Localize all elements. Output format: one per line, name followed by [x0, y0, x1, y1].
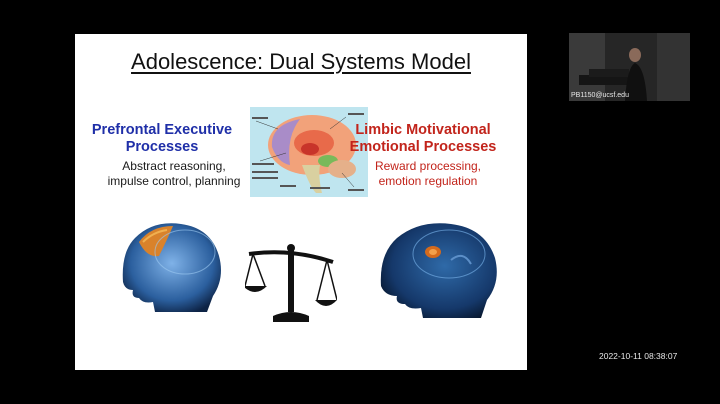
- limbic-heading-line1: Limbic Motivational: [355, 122, 491, 138]
- prefrontal-detail-line2: impulse control, planning: [107, 174, 241, 188]
- webcam-video-thumbnail[interactable]: PB1150@ucsf.edu: [569, 33, 690, 101]
- prefrontal-heading-line1: Prefrontal Executive: [91, 122, 233, 138]
- webcam-label: PB1150@ucsf.edu: [571, 92, 629, 99]
- balance-scale-svg: [243, 244, 338, 322]
- head-prefrontal-image: [103, 212, 243, 312]
- head-prefrontal-svg: [103, 212, 243, 312]
- prefrontal-detail: Abstract reasoning, impulse control, pla…: [99, 159, 249, 189]
- limbic-detail-line2: emotion regulation: [378, 174, 478, 188]
- brain-anatomy-svg: [252, 113, 364, 193]
- limbic-detail: Reward processing, emotion regulation: [353, 159, 503, 189]
- presentation-slide: Adolescence: Dual Systems Model Prefront…: [75, 34, 527, 370]
- head-limbic-image: [367, 214, 517, 318]
- prefrontal-heading: Prefrontal Executive Processes: [87, 122, 237, 156]
- recording-timestamp: 2022-10-11 08:38:07: [599, 351, 678, 361]
- brain-anatomy-diagram: [250, 107, 368, 197]
- webcam-scene-svg: [569, 33, 690, 101]
- limbic-heading: Limbic Motivational Emotional Processes: [347, 122, 499, 156]
- limbic-heading-line2: Emotional Processes: [349, 139, 497, 155]
- prefrontal-detail-line1: Abstract reasoning,: [122, 159, 226, 173]
- slide-title: Adolescence: Dual Systems Model: [131, 49, 471, 74]
- limbic-detail-line1: Reward processing,: [374, 159, 482, 173]
- balance-scale-icon: [243, 240, 338, 324]
- head-limbic-svg: [367, 214, 517, 318]
- prefrontal-heading-line2: Processes: [125, 139, 199, 155]
